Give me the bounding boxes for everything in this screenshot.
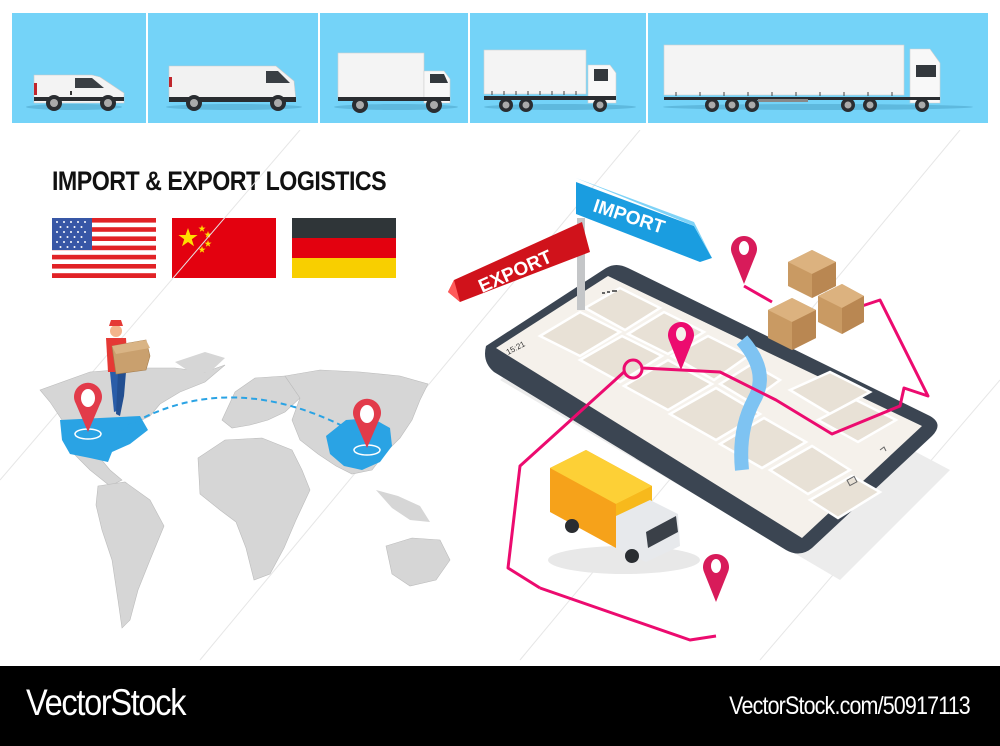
china-flag-icon (172, 218, 276, 278)
germany-flag-icon (292, 218, 396, 278)
delivery-route (506, 284, 930, 642)
courier-person-icon (106, 320, 151, 416)
usa-highlight (60, 416, 148, 462)
phone-home-button-icon (846, 475, 858, 487)
box-truck-icon (334, 52, 458, 113)
delivery-pin-icon (703, 554, 730, 602)
compact-van-icon (26, 74, 125, 111)
export-sign: EXPORT (448, 222, 590, 302)
stock-image-id[interactable]: VectorStock.com/50917113 (729, 692, 971, 720)
us-flag-icon (52, 218, 156, 278)
cargo-van-icon (166, 65, 302, 111)
cardboard-boxes-icon (768, 250, 864, 350)
warehouse-pin-icon (730, 235, 757, 284)
page-title: IMPORT & EXPORT LOGISTICS (52, 166, 387, 196)
vehicle-tile-cargo-van (148, 13, 318, 123)
world-map (39, 320, 451, 629)
vehicle-tile-curtain-side-truck (470, 13, 646, 123)
vehicle-tile-semi-trailer-truck (648, 13, 988, 123)
phone-status-icons (602, 290, 617, 294)
origin-pin-icon (74, 382, 102, 432)
smartphone: 15:21 (485, 265, 950, 580)
vehicle-tile-compact-van (12, 13, 146, 123)
china-highlight (326, 418, 392, 470)
destination-pin-icon (353, 398, 382, 448)
semi-trailer-truck-icon (663, 44, 973, 112)
vehicle-strip (12, 13, 988, 123)
phone-back-button-icon (879, 446, 887, 452)
curtain-side-truck-icon (483, 49, 636, 112)
delivery-truck-icon (548, 450, 700, 574)
brand-logo[interactable]: VectorStock (26, 682, 187, 723)
route-pin-icon (668, 322, 695, 370)
logistics-illustration: 15:21 (0, 130, 1000, 670)
vehicle-tile-box-truck (320, 13, 468, 123)
route-dashed-line (117, 396, 366, 439)
import-sign: IMPORT (576, 178, 712, 262)
footer-bar: VectorStock VectorStock.com/50917113 (0, 666, 1000, 746)
